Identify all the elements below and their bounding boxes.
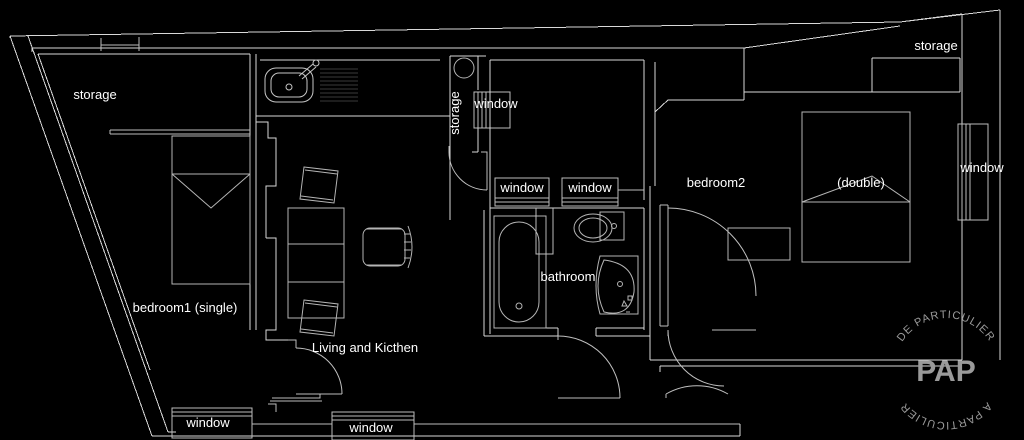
- label-window-bottom-mid: window: [348, 420, 393, 435]
- label-window-bottom-left: window: [185, 415, 230, 430]
- drainboard-grooves: [320, 68, 358, 102]
- label-bedroom1: bedroom1 (single): [133, 300, 238, 315]
- label-bedroom2: bedroom2: [687, 175, 746, 190]
- bath-partition: [535, 208, 554, 255]
- entry-step: [252, 394, 741, 436]
- pap-ring-top-text: DE PARTICULIER: [895, 309, 997, 344]
- room-labels: storage bedroom1 (single) Living and Kic…: [73, 38, 957, 355]
- pap-ring-bottom-text: A PARTICULIER: [898, 400, 994, 431]
- window-bedroom2-right: [957, 123, 989, 221]
- bathtub: [493, 215, 547, 329]
- outer-walls: [9, 9, 1001, 437]
- door-living: [288, 339, 343, 395]
- chair-top: [299, 166, 339, 204]
- door-bathroom: [557, 335, 621, 399]
- door-bedroom2: [659, 204, 757, 387]
- chair-right: [362, 225, 413, 269]
- pap-center-text: PAP: [916, 355, 975, 388]
- storage-left-room: [31, 37, 744, 371]
- door-hall: [665, 385, 729, 398]
- pap-watermark: DE PARTICULIER A PARTICULIER PAP: [895, 309, 997, 431]
- window-bottom-left: [171, 407, 253, 439]
- bedroom2-walls: [649, 25, 1001, 372]
- storage-kitchen-room: [448, 55, 488, 220]
- label-window-bath-left: window: [499, 180, 544, 195]
- window-bath-right: [561, 177, 619, 207]
- chair-bottom: [299, 299, 339, 337]
- label-storage-right: storage: [914, 38, 957, 53]
- label-window-kitchen-top: window: [473, 96, 518, 111]
- label-bathroom: bathroom: [541, 269, 596, 284]
- label-living-kitchen: Living and Kicthen: [312, 340, 418, 355]
- label-storage-left: storage: [73, 87, 116, 102]
- storage-right-room: [872, 57, 961, 93]
- dining-table: [287, 207, 345, 319]
- label-window-bath-right: window: [567, 180, 612, 195]
- window-bath-left: [494, 177, 550, 207]
- label-window-bedroom2-right: window: [959, 160, 1004, 175]
- kitchen-counter: [255, 54, 450, 341]
- window-kitchen-top: [473, 91, 511, 129]
- bed-single: [171, 135, 251, 285]
- toilet: [573, 211, 625, 243]
- bathroom-walls: [483, 59, 651, 360]
- window-labels: window window window window window windo…: [185, 96, 1004, 435]
- bed-double-furn: [801, 111, 911, 263]
- shower-basin: [595, 255, 639, 315]
- nightstand: [727, 227, 791, 261]
- label-storage-kitchen: storage: [447, 91, 462, 134]
- window-bottom-mid: [331, 411, 415, 440]
- label-bed-double: (double): [837, 175, 885, 190]
- kitchen-sink: [264, 59, 358, 103]
